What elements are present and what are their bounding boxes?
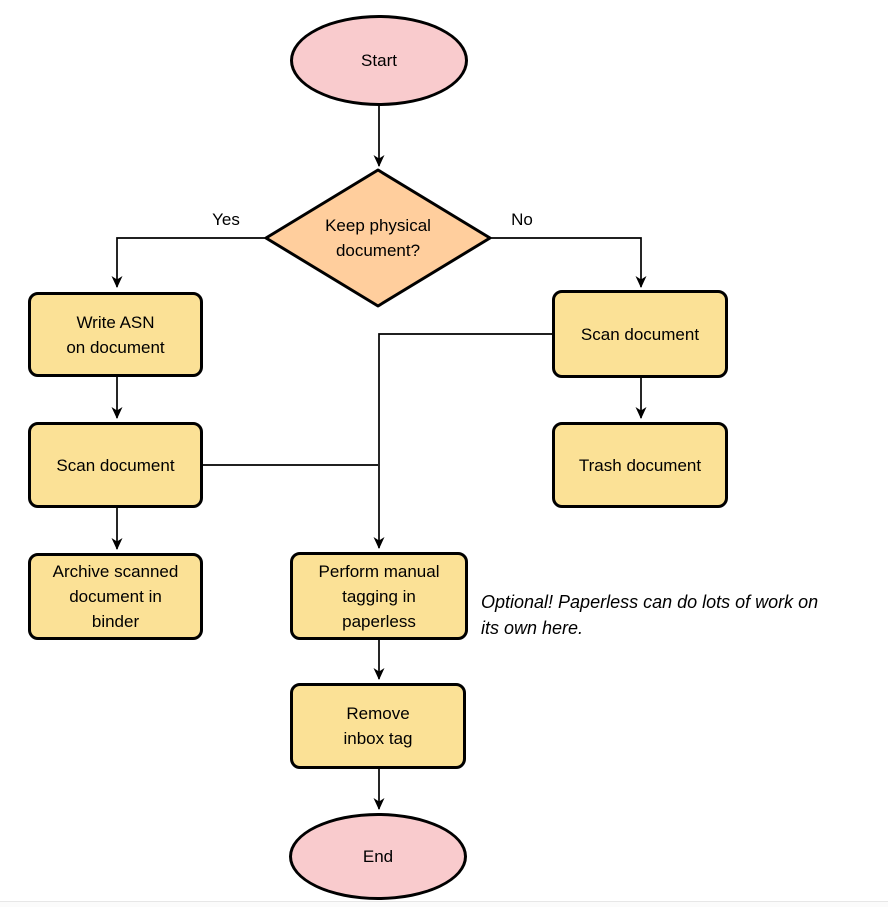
node-decision: Keep physical document? xyxy=(286,212,470,264)
node-scan-discard-label: Scan document xyxy=(580,324,700,344)
node-remove-inbox: Remove inbox tag xyxy=(290,683,466,769)
node-remove-inbox-label: Remove inbox tag xyxy=(343,704,413,748)
node-decision-label: Keep physical document? xyxy=(325,216,431,260)
annotation-note: Optional! Paperless can do lots of work … xyxy=(481,592,819,638)
edge-decision-no-to-scan xyxy=(490,237,647,288)
node-scan-discard: Scan document xyxy=(552,290,728,378)
node-tagging: Perform manual tagging in paperless xyxy=(290,552,468,640)
node-trash-label: Trash document xyxy=(578,455,702,475)
node-archive: Archive scanned document in binder xyxy=(28,553,203,640)
node-write-asn: Write ASN on document xyxy=(28,292,203,377)
node-end: End xyxy=(289,813,467,900)
edge-scan-discard-to-tagging xyxy=(373,333,552,549)
edge-decision-yes-to-write-asn xyxy=(111,237,266,288)
node-trash: Trash document xyxy=(552,422,728,508)
page-bottom-border xyxy=(0,901,888,907)
node-end-label: End xyxy=(362,847,394,866)
node-scan-keep: Scan document xyxy=(28,422,203,508)
edge-label-yes: Yes xyxy=(212,210,240,229)
node-start: Start xyxy=(290,15,468,106)
edge-label-no: No xyxy=(511,210,533,229)
node-archive-label: Archive scanned document in binder xyxy=(52,562,179,631)
node-write-asn-label: Write ASN on document xyxy=(66,312,165,357)
node-start-label: Start xyxy=(361,51,397,70)
node-scan-keep-label: Scan document xyxy=(56,455,175,475)
node-tagging-label: Perform manual tagging in paperless xyxy=(318,561,440,631)
